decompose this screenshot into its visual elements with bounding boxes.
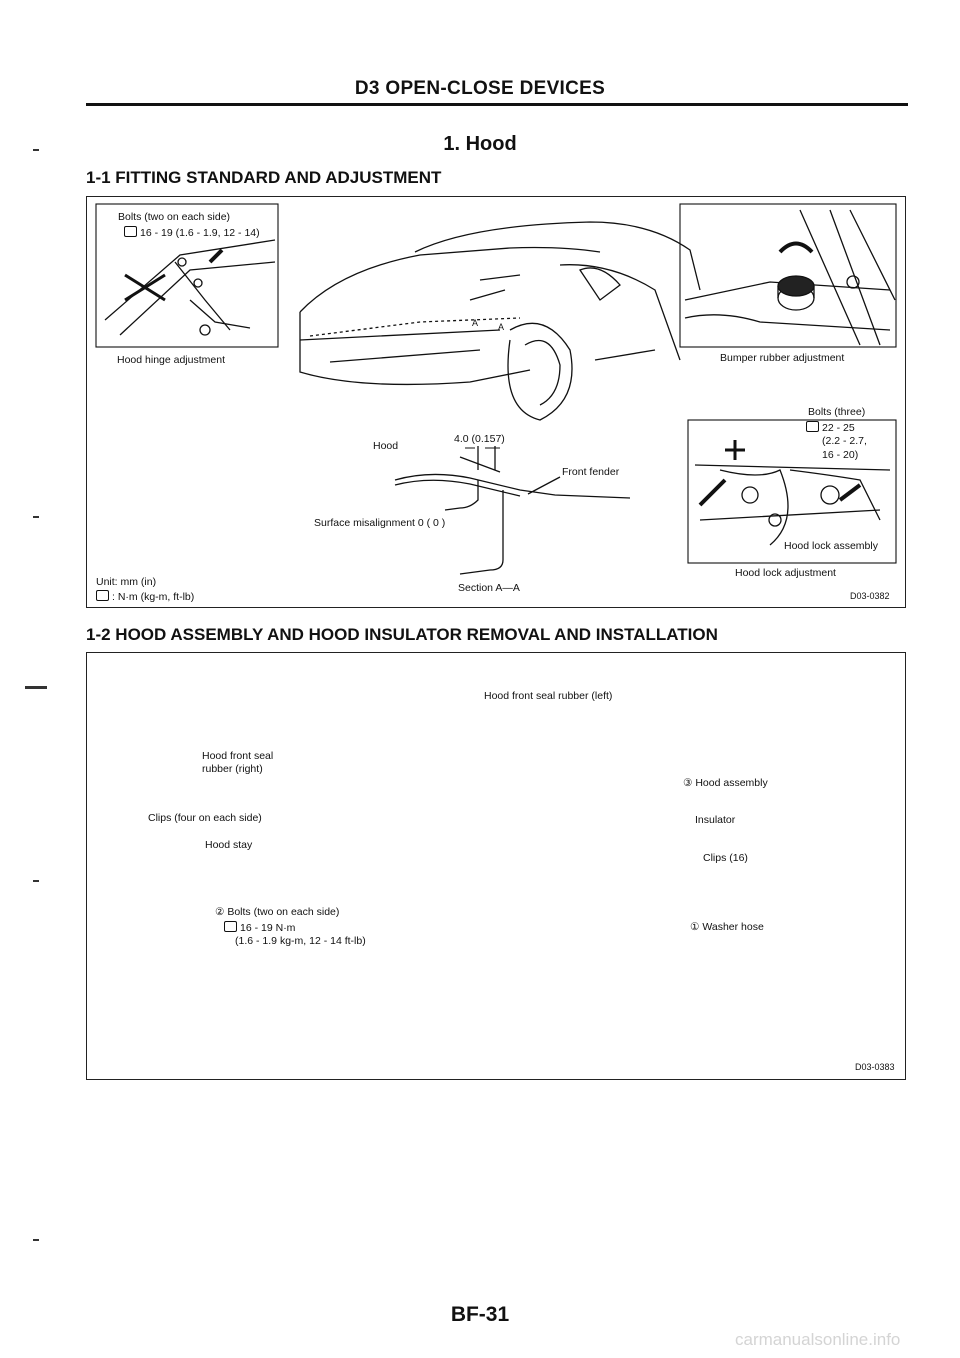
seal-left-label: Hood front seal rubber (left) [484, 690, 613, 702]
hood-stay-label: Hood stay [205, 839, 253, 851]
margin-mark [33, 516, 39, 518]
section-1-heading: 1-1 FITTING STANDARD AND ADJUSTMENT [86, 168, 442, 187]
watermark: carmanualsonline.info [735, 1330, 901, 1349]
lock-torque-1: 22 - 25 [806, 421, 855, 434]
torque-wrench-icon [806, 421, 819, 432]
margin-mark [33, 880, 39, 882]
bumper-caption: Bumper rubber adjustment [720, 352, 845, 364]
margin-mark [25, 686, 47, 689]
torque-wrench-icon [124, 226, 137, 237]
torque-wrench-icon [224, 921, 237, 932]
unit-label: Unit: mm (in) [96, 576, 157, 588]
section-2-heading: 1-2 HOOD ASSEMBLY AND HOOD INSULATOR REM… [86, 625, 718, 644]
gap-label: 4.0 (0.157) [454, 433, 505, 445]
section-header: D3 OPEN-CLOSE DEVICES [354, 78, 606, 99]
figure-ref-code: D03-0382 [850, 591, 890, 601]
hood-assembly-label: ③ Hood assembly [683, 777, 768, 789]
misalignment-label: Surface misalignment 0 ( 0 ) [314, 517, 446, 529]
washer-hose-label: ① Washer hose [690, 921, 764, 933]
bolts-2-label: ② Bolts (two on each side) [215, 906, 340, 918]
lock-caption: Hood lock adjustment [735, 567, 836, 579]
lock-assembly-label: Hood lock assembly [784, 540, 878, 552]
hinge-caption: Hood hinge adjustment [117, 354, 225, 366]
torque-wrench-icon [96, 590, 109, 601]
header-rule [86, 103, 908, 106]
page-number: BF-31 [450, 1303, 510, 1326]
torque-2a-label: 16 - 19 N·m [224, 921, 295, 934]
margin-mark [33, 149, 39, 151]
page-title: 1. Hood [443, 133, 517, 155]
hinge-torque-label: 16 - 19 (1.6 - 1.9, 12 - 14) [124, 226, 260, 239]
section-a-mark: A [498, 322, 505, 332]
lock-torque-3: 16 - 20) [822, 449, 859, 461]
insulator-label: Insulator [695, 814, 736, 826]
torque-unit-label: : N·m (kg-m, ft-lb) [96, 590, 194, 603]
section-aa-label: Section A—A [458, 582, 520, 594]
margin-mark [33, 1239, 39, 1241]
seal-right-label-1: Hood front seal [202, 750, 274, 762]
clips-side-label: Clips (four on each side) [148, 812, 262, 824]
hood-label: Hood [373, 440, 399, 452]
lock-torque-2: (2.2 - 2.7, [822, 435, 867, 447]
section-a-mark: A [472, 318, 479, 328]
figure-ref-code: D03-0383 [855, 1062, 895, 1072]
clips-16-label: Clips (16) [703, 852, 748, 864]
front-fender-label: Front fender [562, 466, 620, 478]
figure-1-frame [86, 196, 906, 608]
torque-2b-label: (1.6 - 1.9 kg-m, 12 - 14 ft-lb) [235, 935, 366, 947]
seal-right-label-2: rubber (right) [202, 763, 263, 775]
lock-bolts-label: Bolts (three) [808, 406, 866, 418]
figure-2-frame [86, 652, 906, 1080]
hinge-bolts-label: Bolts (two on each side) [118, 211, 231, 223]
